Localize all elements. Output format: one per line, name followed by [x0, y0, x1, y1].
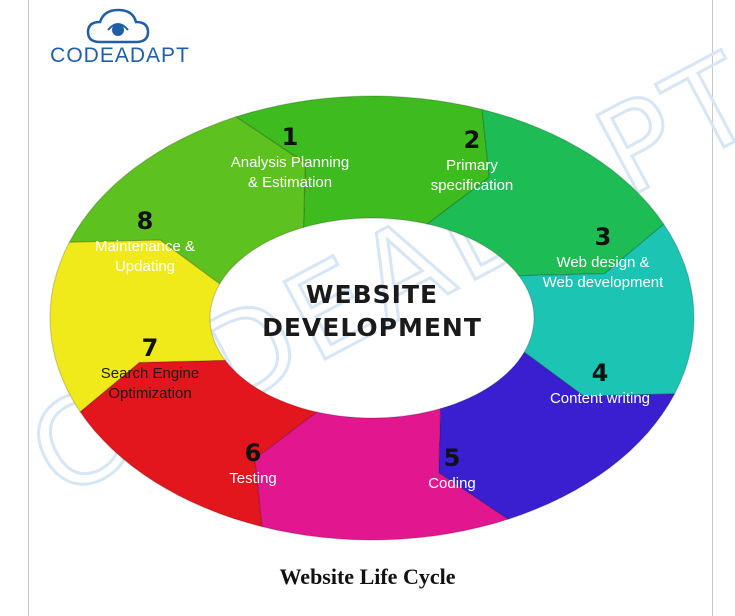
diagram-caption: Website Life Cycle: [279, 564, 456, 589]
codeadapt-logo: CODEADAPT: [30, 4, 210, 74]
segment-label-2-line2: specification: [431, 177, 514, 194]
segment-label-4-line1: Content writing: [550, 390, 650, 407]
segment-label-7-line2: Optimization: [108, 385, 191, 402]
segment-label-1-line1: Analysis Planning: [231, 154, 349, 171]
segment-label-1-line2: & Estimation: [248, 174, 332, 191]
segment-number-1: 1: [282, 123, 299, 151]
segment-number-7: 7: [142, 334, 159, 362]
segment-number-3: 3: [595, 223, 612, 251]
left-border: [28, 0, 29, 616]
segment-number-2: 2: [464, 126, 481, 154]
segment-number-8: 8: [137, 207, 154, 235]
right-border: [712, 0, 713, 616]
segment-label-6-line1: Testing: [229, 470, 277, 487]
segment-label-8-line1: Maintenance &: [95, 238, 195, 255]
segment-label-3-line1: Web design &: [556, 254, 649, 271]
segment-label-8-line2: Updating: [115, 258, 175, 275]
segment-label-5-line1: Coding: [428, 475, 476, 492]
segment-label-3-line2: Web development: [543, 274, 664, 291]
center-title-line2: DEVELOPMENT: [262, 313, 482, 342]
segment-label-2-line1: Primary: [446, 157, 498, 174]
cycle-segment-8: [68, 116, 306, 285]
cycle-segments: [49, 95, 695, 541]
segment-number-4: 4: [592, 359, 609, 387]
cloud-eye-icon: [86, 8, 150, 44]
brand-name: CODEADAPT: [50, 44, 190, 67]
segment-number-6: 6: [245, 439, 262, 467]
segment-number-5: 5: [444, 444, 461, 472]
center-title-line1: WEBSITE: [306, 280, 438, 309]
segment-label-7-line1: Search Engine: [101, 365, 199, 382]
